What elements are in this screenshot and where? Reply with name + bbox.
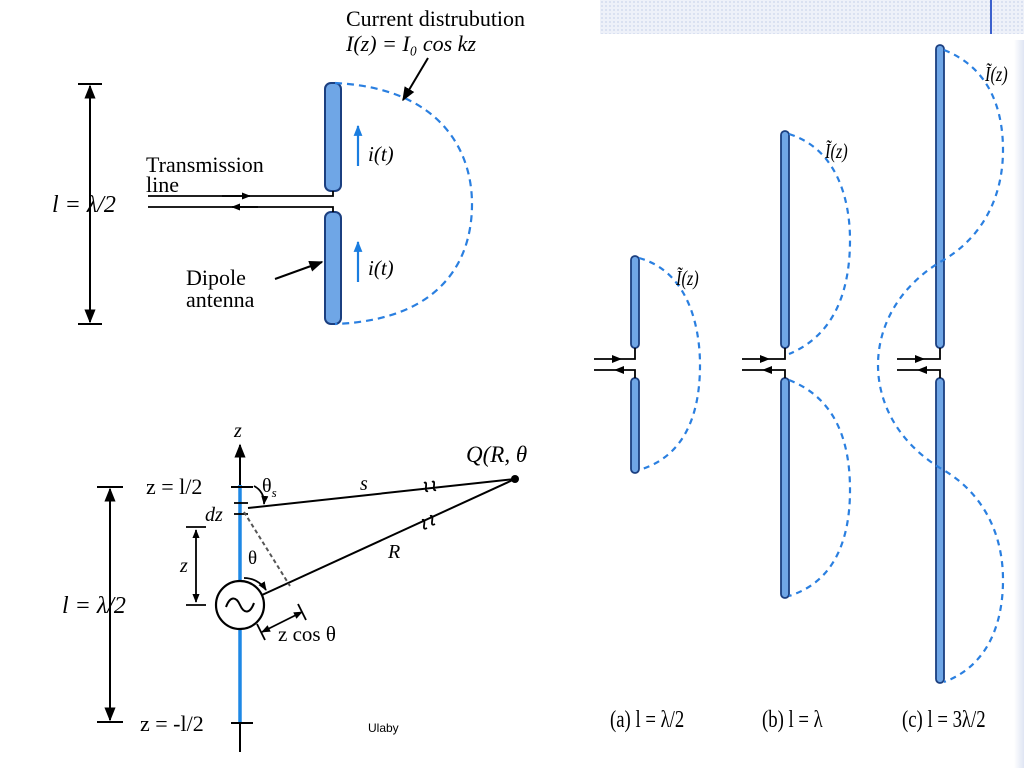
dipole-a-feed-upper [594, 348, 636, 360]
projection-dashed-line [243, 511, 291, 587]
upper-conductor [324, 82, 342, 192]
header-pattern-band [600, 0, 1024, 34]
top-left-dipole-figure [78, 57, 474, 326]
dipole-a-lower [630, 377, 640, 474]
theta-s-arc [253, 485, 269, 505]
dipole-c-feed-upper [897, 348, 941, 360]
dipole-a-current-label: Ĩ(z) [676, 266, 699, 290]
dipole-antenna-label-2: antenna [186, 287, 255, 312]
z-dimension-label: z [180, 555, 188, 577]
dipole-b-feed-upper [742, 348, 786, 360]
dipole-b-lower [780, 377, 790, 599]
theta-s-label: θs [262, 476, 277, 499]
length-label-bottom: l = λ/2 [62, 593, 126, 619]
dipole-b [742, 130, 852, 599]
dz-label: dz [205, 504, 223, 526]
dipole-a-current-curve [638, 256, 702, 472]
r-line-break [421, 515, 436, 530]
s-line-break [423, 480, 437, 493]
z-bottom-label: z = -l/2 [140, 711, 204, 736]
dipole-b-current-label: Ĩ(z) [825, 139, 848, 163]
theta-label: θ [248, 548, 258, 569]
caption-c: (c) l = 3λ/2 [902, 707, 986, 733]
current-label-bottom: i(t) [368, 256, 394, 280]
dipole-a-feed-lower [594, 369, 636, 378]
dipole-b-upper [780, 130, 790, 349]
length-label-top: l = λ/2 [52, 192, 116, 218]
header-accent-line [990, 0, 992, 34]
lower-conductor [324, 211, 342, 325]
point-q-label: Q(R, θ [466, 443, 527, 466]
caption-a: (a) l = λ/2 [610, 707, 685, 733]
current-distribution-title: Current distrubution [346, 6, 526, 31]
current-distribution-curve [334, 81, 474, 326]
dipole-c-lower [935, 377, 945, 684]
distribution-pointer-arrow [402, 57, 429, 102]
point-q-dot [511, 475, 519, 483]
z-axis-label: z [234, 420, 242, 442]
right-edge-shade [1014, 40, 1024, 768]
dipole-b-feed-arrows [760, 355, 772, 374]
zcos-label: z cos θ [278, 622, 336, 646]
current-label-top: i(t) [368, 142, 394, 166]
zcos-tick-right [297, 603, 307, 621]
r-line [261, 478, 516, 596]
dipole-a-upper [630, 255, 640, 349]
dipole-a-feed-arrows [612, 355, 624, 374]
theta-s-subscript: s [271, 485, 277, 500]
theta-s-symbol: θ [262, 475, 272, 497]
ac-source-sine [225, 597, 255, 613]
z-top-label: z = l/2 [146, 474, 203, 499]
point-q-text: Q(R, θ [466, 442, 528, 467]
s-line [247, 478, 516, 509]
dipole-c-current-label: Ĩ(z) [985, 62, 1008, 86]
dipole-c-feed-arrows [915, 355, 927, 374]
dipole-c-current-curve [876, 48, 1005, 684]
dipole-b-current-curve-upper [788, 132, 852, 356]
dipole-antenna-label-1: Dipole [186, 265, 246, 290]
theta-arc [243, 577, 267, 591]
dipole-c [876, 44, 1005, 684]
zcos-dimension-arrow [261, 611, 303, 633]
dipole-c-feed-lower [897, 369, 941, 378]
dipole-c-upper [935, 44, 945, 349]
caption-b: (b) l = λ [762, 707, 823, 733]
dipole-pointer-arrow [274, 261, 324, 280]
transmission-line-label-1: Transmission [146, 152, 264, 177]
s-label: s [360, 473, 368, 495]
transmission-line-lower [148, 206, 334, 212]
dipole-b-feed-lower [742, 369, 786, 378]
dipole-a [594, 255, 702, 474]
current-distribution-formula: I(z) = I₀ cos kz [346, 31, 477, 56]
transmission-line-label-2: line [146, 172, 179, 197]
r-label: R [388, 541, 401, 563]
zcos-tick-left [256, 623, 266, 641]
credit-label: Ulaby [368, 721, 399, 735]
dipole-b-current-curve-lower [788, 378, 852, 598]
bottom-left-geometry-figure [97, 443, 519, 752]
transmission-line-upper [148, 191, 334, 197]
